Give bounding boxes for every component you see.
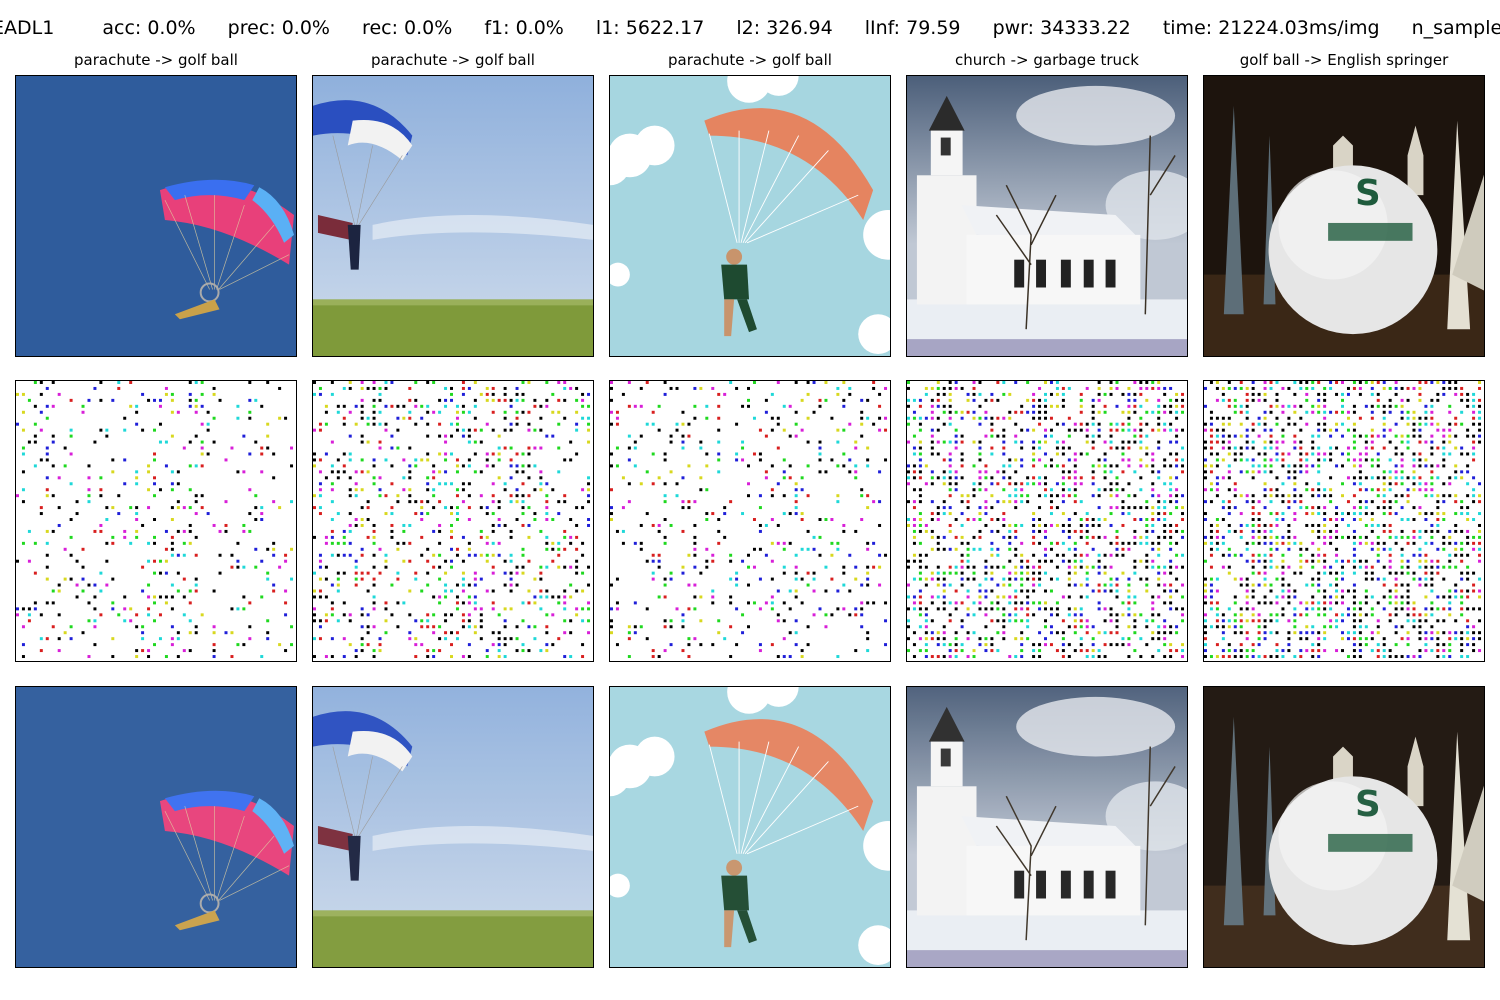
column-caption: church -> garbage truck	[955, 51, 1139, 69]
original-image: S	[1203, 75, 1485, 357]
column-caption: parachute -> golf ball	[668, 51, 832, 69]
perturbation-image	[312, 380, 594, 662]
adversarial-image	[609, 686, 891, 968]
perturbation-image	[609, 380, 891, 662]
metrics-header: EADL1 acc: 0.0% prec: 0.0% rec: 0.0% f1:…	[0, 16, 1500, 40]
adversarial-image: S	[1203, 686, 1485, 968]
stat-linf: lInf: 79.59	[864, 17, 961, 39]
stat-acc: acc: 0.0%	[102, 17, 196, 39]
stat-l2: l2: 326.94	[736, 17, 833, 39]
adversarial-image	[312, 686, 594, 968]
perturbation-image	[906, 380, 1188, 662]
adversarial-image	[15, 686, 297, 968]
svg-text:S: S	[1355, 784, 1381, 825]
stat-prec: prec: 0.0%	[227, 17, 330, 39]
adversarial-image	[906, 686, 1188, 968]
stat-l1: l1: 5622.17	[595, 17, 705, 39]
column-caption: golf ball -> English springer	[1239, 51, 1449, 69]
stat-time: time: 21224.03ms/img	[1162, 17, 1380, 39]
svg-text:S: S	[1355, 173, 1381, 214]
method-name: EADL1	[0, 17, 55, 39]
stat-f1: f1: 0.0%	[484, 17, 564, 39]
original-image	[906, 75, 1188, 357]
stat-rec: rec: 0.0%	[362, 17, 453, 39]
column-caption: parachute -> golf ball	[371, 51, 535, 69]
perturbation-image	[15, 380, 297, 662]
stat-pwr: pwr: 34333.22	[992, 17, 1131, 39]
original-image	[312, 75, 594, 357]
column-caption: parachute -> golf ball	[74, 51, 238, 69]
stat-n-samples: n_samples: 37	[1411, 17, 1500, 39]
original-image	[609, 75, 891, 357]
perturbation-image	[1203, 380, 1485, 662]
original-image	[15, 75, 297, 357]
